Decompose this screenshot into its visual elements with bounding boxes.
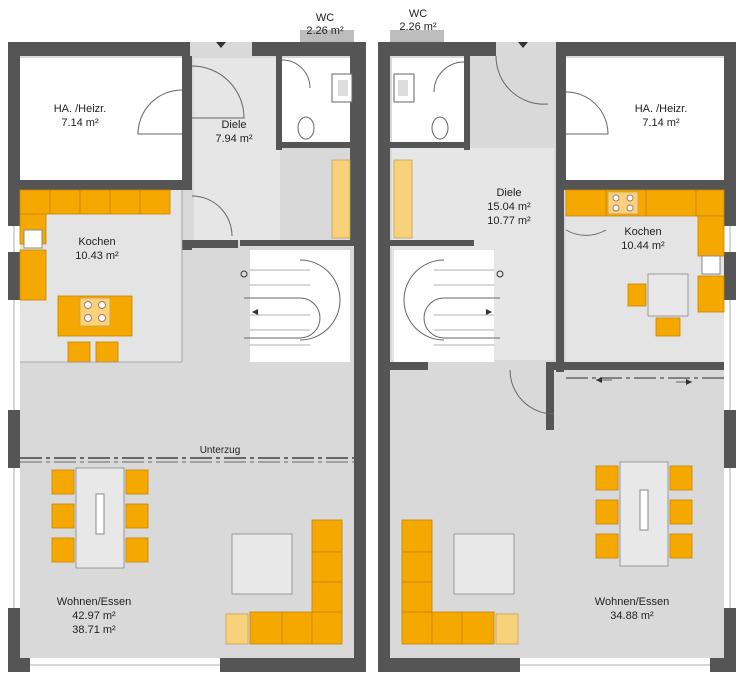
- left-dining-set: [51, 467, 149, 569]
- sliding-arrows: [596, 377, 692, 385]
- right-kitchen-area: 10.44 m²: [621, 240, 665, 252]
- left-sofa: [225, 519, 343, 645]
- right-utility-room: [566, 58, 728, 180]
- left-hall-area: 7.94 m²: [215, 133, 253, 145]
- left-living-name: Wohnen/Essen: [57, 596, 131, 608]
- right-utility-area: 7.14 m²: [642, 117, 680, 129]
- doors: [137, 42, 609, 415]
- left-living-area: 42.97 m²: [72, 610, 116, 622]
- left-utility-name: HA. /Heizr.: [54, 103, 107, 115]
- left-stairs: [240, 250, 350, 362]
- beam-label: Unterzug: [200, 445, 241, 456]
- right-hall-area2: 10.77 m²: [487, 215, 531, 227]
- left-hall-name: Diele: [221, 119, 246, 131]
- left-hall-area: [194, 58, 280, 240]
- right-hall-area: 15.04 m²: [487, 201, 531, 213]
- right-wc-name: WC: [409, 8, 427, 20]
- right-stairs: [394, 250, 504, 362]
- right-sofa: [401, 519, 519, 645]
- room-labels: WC 2.26 m² WC 2.26 m² HA. /Heizr. 7.14 m…: [54, 8, 688, 636]
- left-living-area2: 38.71 m²: [72, 624, 116, 636]
- right-living-name: Wohnen/Essen: [595, 596, 669, 608]
- right-living-area: 34.88 m²: [610, 610, 654, 622]
- left-utility-area: 7.14 m²: [61, 117, 99, 129]
- right-kitchen-furniture: [331, 159, 725, 337]
- left-wc-area: 2.26 m²: [306, 25, 344, 37]
- left-kitchen-area: 10.43 m²: [75, 250, 119, 262]
- right-hall-name: Diele: [496, 187, 521, 199]
- left-kitchen-name: Kochen: [78, 236, 115, 248]
- left-utility-room: [20, 58, 182, 180]
- right-kitchen-name: Kochen: [624, 226, 661, 238]
- right-dining-set: [595, 461, 693, 567]
- wc-fixtures: [297, 73, 449, 140]
- left-kitchen-furniture: [19, 189, 183, 363]
- beam-line: [20, 377, 724, 463]
- left-wc-name: WC: [316, 12, 334, 24]
- right-utility-name: HA. /Heizr.: [635, 103, 688, 115]
- right-wc-area: 2.26 m²: [399, 21, 437, 33]
- windows: [8, 30, 736, 672]
